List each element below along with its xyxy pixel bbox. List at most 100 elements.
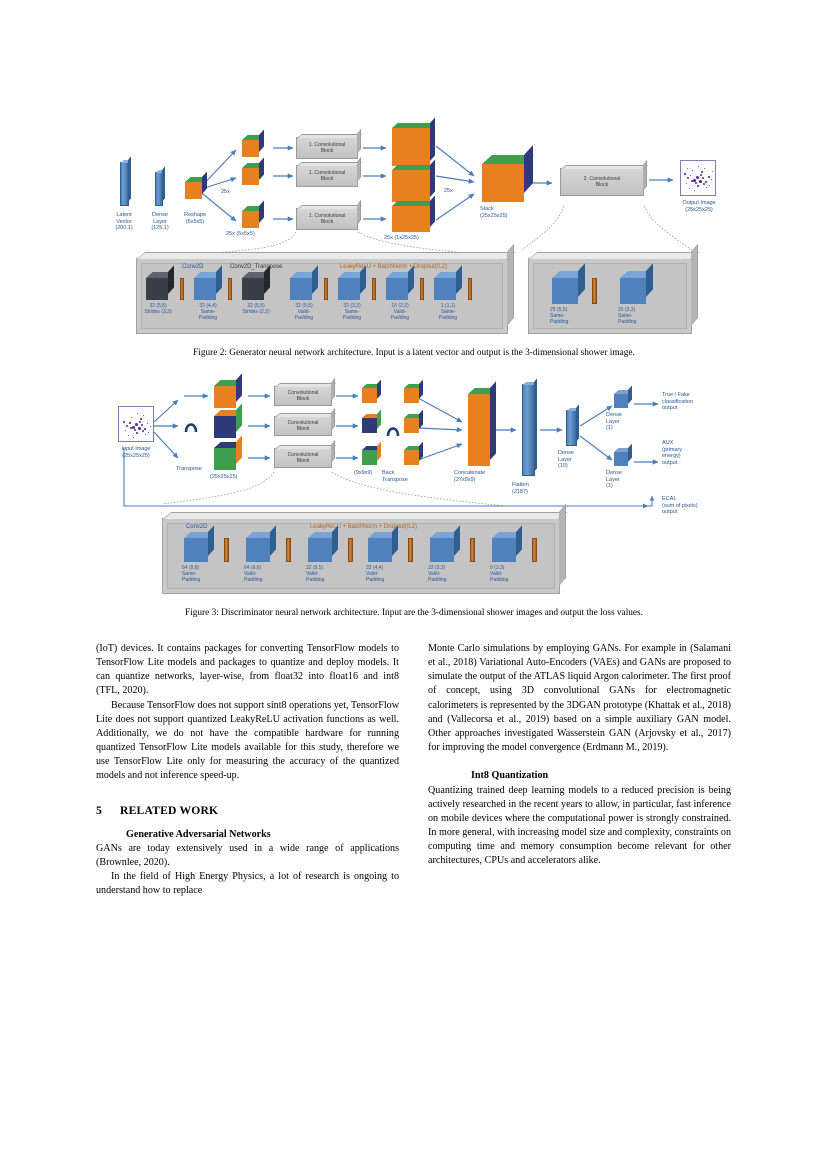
branch-cube-1	[242, 129, 265, 157]
mid-shape-label: 25x (1x25x25)	[384, 235, 419, 241]
f2-layer-label-3: 32 (5,5) Valid- Padding	[294, 303, 314, 321]
transpose-label: Transpose	[176, 466, 202, 472]
f2-layer-label-6: 1 (1,1) Same- Padding	[438, 303, 458, 321]
cube-front-face	[184, 538, 208, 562]
f3-conv-block-label: Convolutional Block	[287, 451, 319, 464]
legend-activation-label: LeakyReLU + BatchNorm + Dropout(0.2)	[340, 264, 447, 270]
f3-legend-conv2d-label: Conv2D	[186, 524, 208, 530]
f3-layer-cube-4	[430, 525, 461, 562]
transpose-arc-icons	[184, 423, 198, 433]
f2-layer-label-2: 32 (5,5) Strides (2,2)	[242, 303, 270, 315]
f3-layer-label-1: 64 (6,6) Valid- Padding	[244, 565, 263, 583]
f3-bt-cube-1	[404, 379, 424, 403]
subheading-generative-adversarial-networks: Generative Adversarial Networks	[126, 828, 271, 840]
left-paragraph-3: GANs are today extensively used in a wid…	[96, 842, 399, 868]
tray-inner-surface	[167, 523, 555, 589]
f3-activation-bar-5	[532, 538, 537, 562]
cube-front-face	[214, 386, 236, 408]
f3-activation-bar-0	[224, 538, 229, 562]
f2r-layer-label-1: 25 (3,3) Same- Padding	[618, 307, 637, 325]
cube-front-face	[368, 538, 392, 562]
input-image-label: Input Image (25x25x25)	[121, 446, 151, 459]
f2-activation-bar-3	[372, 278, 376, 300]
f3-post-cube-1	[362, 379, 382, 403]
f3-layer-cube-1	[246, 525, 277, 562]
concatenate-label: Concatenate (27x9x9)	[454, 470, 486, 483]
f2-activation-bar-0	[180, 278, 184, 300]
cube-front-face	[362, 418, 377, 433]
dense-layer-10-bar	[566, 410, 577, 446]
conv-block-1-label: 1. Convolutional Block	[308, 141, 346, 154]
conv-block-1-label: 1. Convolutional Block	[308, 169, 346, 182]
f3-conv-block-row-1: Convolutional Block	[274, 386, 332, 406]
f3-input-cube-3	[214, 435, 243, 470]
conv-block-1-row-3: 1. Convolutional Block	[296, 208, 358, 230]
mid-repeat-label: 25x	[444, 188, 453, 194]
figure-2-caption: Figure 2: Generator neural network archi…	[193, 348, 635, 358]
cube-front-face	[242, 278, 264, 300]
f2-layer-cube-2	[242, 265, 271, 300]
f3-input-cube-2	[214, 403, 243, 438]
subheading-int8-quantization: Int8 Quantization	[471, 770, 549, 782]
left-paragraph-1: (IoT) devices. It contains packages for …	[96, 643, 399, 697]
dense-layer-bar	[155, 172, 163, 206]
feature-map-2	[392, 159, 436, 202]
dense-layer-10-label: Dense Layer (10)	[558, 450, 574, 470]
dense-layer-1-b	[614, 443, 633, 466]
f3-conv-block-label: Convolutional Block	[287, 419, 319, 432]
f3-conv-block-label: Convolutional Block	[287, 389, 319, 402]
feature-map-1	[392, 117, 436, 166]
f3-legend-activation-label: LeakyReLU + BatchNorm + Dropout(0.2)	[310, 524, 417, 530]
f2-activation-bar-5	[468, 278, 472, 300]
cube-front-face	[482, 164, 524, 202]
cube-side-face	[430, 159, 435, 197]
cube-front-face	[338, 278, 360, 300]
f2-layer-label-1: 32 (4,4) Same- Padding	[198, 303, 218, 321]
paragraph-spacer	[428, 755, 731, 769]
dense-layer-1-a-label: Dense Layer (1)	[606, 412, 622, 432]
conv-block-1-label: 1. Convolutional Block	[308, 212, 346, 225]
flatten-bar	[522, 384, 535, 476]
f2-activation-bar-4	[420, 278, 424, 300]
left-column: (IoT) devices. It contains packages for …	[96, 642, 399, 898]
dense-layer-1-a	[614, 385, 633, 408]
f3-bt-cube-3	[404, 441, 424, 465]
f3-layer-label-4: 32 (3,3) Valid- Padding	[428, 565, 447, 583]
cube-front-face	[620, 278, 646, 304]
flatten-label: Flatten (2187)	[512, 482, 529, 495]
cube-front-face	[404, 388, 419, 403]
cube-front-face	[308, 538, 332, 562]
f3-input-cube-1	[214, 373, 243, 408]
left-paragraph-4: In the field of High Energy Physics, a l…	[96, 871, 399, 897]
cube-front-face	[552, 278, 578, 304]
cube-front-face	[434, 278, 456, 300]
cube-side-face	[490, 381, 496, 460]
f3-bt-cube-2	[404, 409, 424, 433]
right-column: Monte Carlo simulations by employing GAN…	[428, 642, 731, 868]
cube-front-face	[194, 278, 216, 300]
output-image-label: Output Image (25x25x25)	[682, 200, 716, 213]
cube-side-face	[430, 117, 435, 161]
f3-layer-cube-3	[368, 525, 399, 562]
concatenate-block	[468, 381, 497, 466]
f3-layer-label-0: 64 (8,8) Same- Padding	[182, 565, 201, 583]
f2-layer-cube-0	[146, 265, 175, 300]
output-image-cube	[680, 160, 716, 196]
f2r-layer-cube-1	[620, 263, 654, 304]
cube-front-face	[404, 418, 419, 433]
f3-post-cube-3	[362, 441, 382, 465]
f2-layer-cube-4	[338, 265, 367, 300]
dense-layer-1-b-label: Dense Layer (1)	[606, 470, 622, 490]
f2-layer-label-0: 32 (5,5) Strides (3,3)	[144, 303, 172, 315]
cube-front-face	[386, 278, 408, 300]
figure-2-canvas: Latent Vector (200,1) Dense Layer (125,1…	[96, 117, 732, 350]
stack-cube	[482, 145, 534, 202]
f3-cube-shape-label: (25x25x25)	[210, 474, 238, 480]
f3-layer-label-2: 32 (5,5) Valid- Padding	[306, 565, 325, 583]
conv-block-1-row-1: 1. Convolutional Block	[296, 137, 358, 159]
reshape-label: Reshape (5x5x5)	[183, 212, 207, 225]
f3-conv-block-row-2: Convolutional Block	[274, 416, 332, 436]
cube-front-face	[492, 538, 516, 562]
f3-activation-bar-2	[348, 538, 353, 562]
cube-front-face	[614, 394, 628, 408]
